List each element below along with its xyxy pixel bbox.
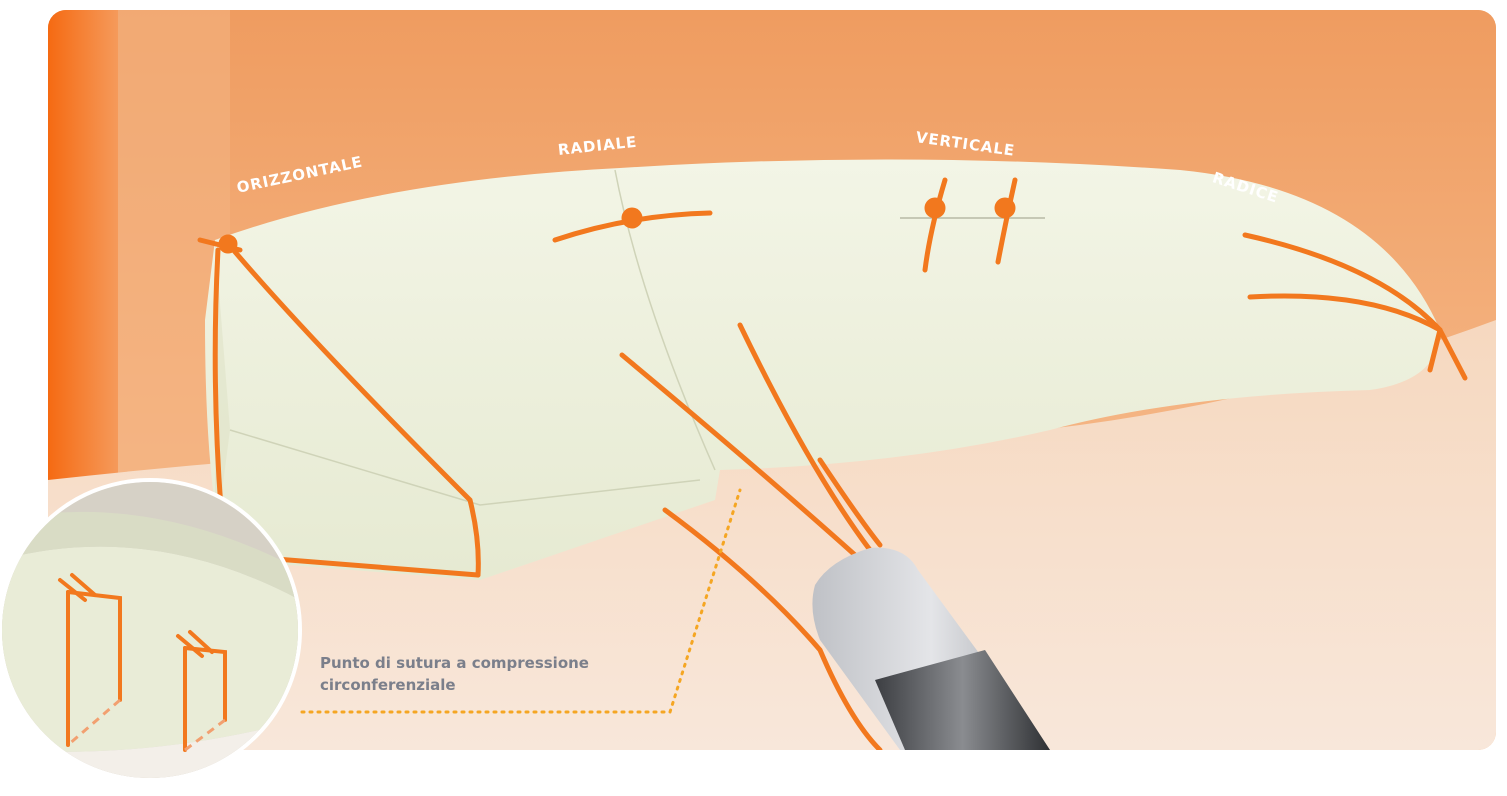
callout-text: Punto di sutura a compressione circonfer… [320, 652, 589, 696]
callout-line-2: circonferenziale [320, 674, 589, 696]
inset-magnifier [0, 480, 300, 780]
callout-line-1: Punto di sutura a compressione [320, 652, 589, 674]
orange-edge [48, 10, 118, 530]
